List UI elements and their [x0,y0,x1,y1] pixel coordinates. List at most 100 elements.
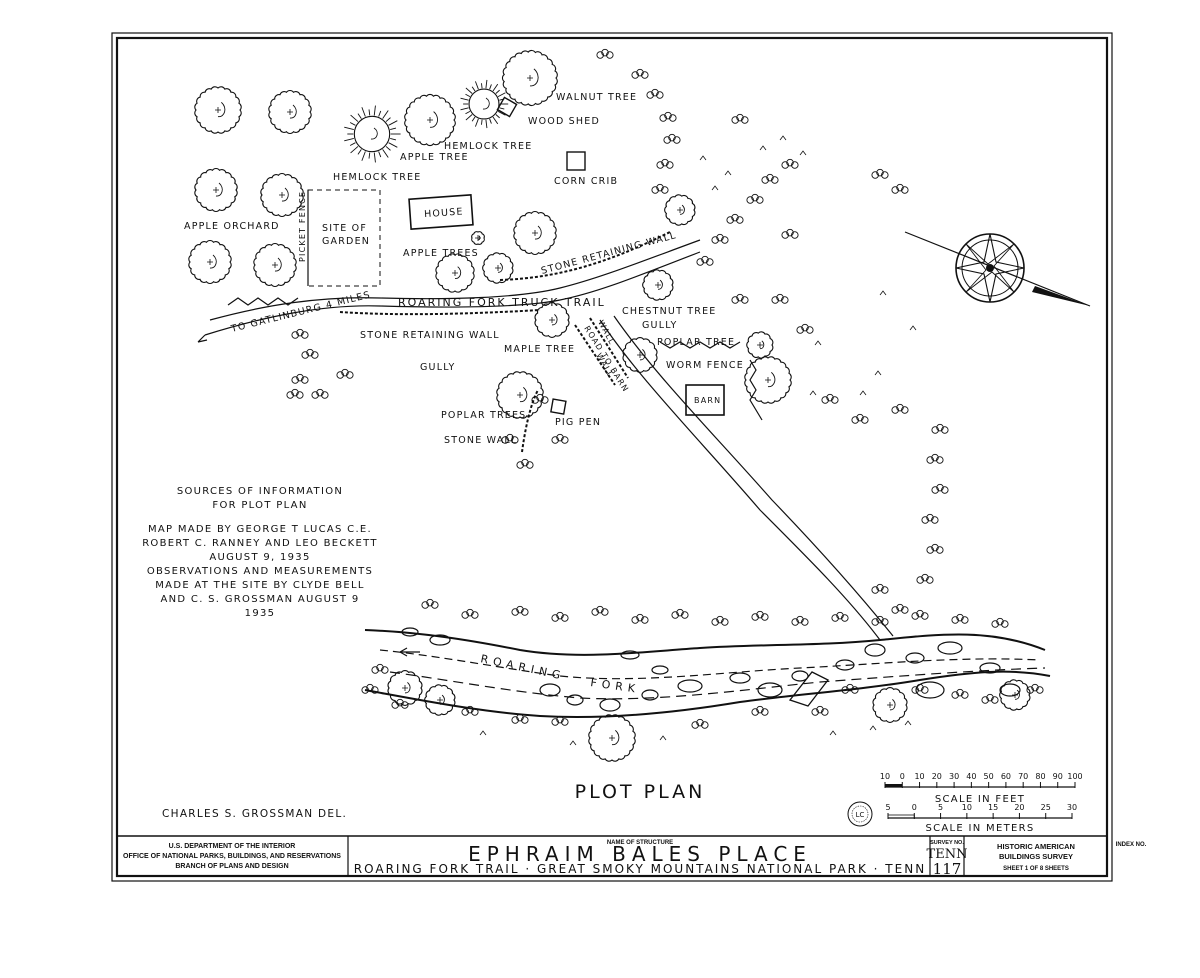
river-rocks [401,627,1021,712]
sources-line: OBSERVATIONS AND MEASUREMENTS [147,566,373,577]
scale-feet-tick: 80 [1035,772,1045,781]
shrub-symbol [951,688,969,699]
label-pig-pen: PIG PEN [555,417,601,428]
orchard-fence [227,297,299,306]
shrub-symbol [911,683,929,694]
survey-state: TENN [927,847,968,862]
river-rock [539,683,561,697]
barn-building [685,384,725,416]
shrub-symbol [1026,683,1044,694]
tree-symbol [268,90,312,134]
shrub-symbol [726,213,744,224]
corn-crib-building [566,151,586,171]
label-apple-orchard: APPLE ORCHARD [184,221,280,232]
tree-symbol [622,337,658,373]
sources-line: AND C. S. GROSSMAN AUGUST 9 [161,594,360,605]
shrub-symbol [516,458,534,469]
scale-meters-tick: 30 [1067,803,1077,812]
shrub-symbol [596,48,614,59]
river-rock [599,698,621,712]
river-rock [641,689,659,701]
scale-feet-tick: 40 [966,772,976,781]
index-number-caption: INDEX NO. [1116,842,1147,848]
label-truck-trail: ROARING FORK TRUCK TRAIL [398,296,606,309]
scale-feet-tick: 90 [1053,772,1063,781]
river-rock [677,679,703,693]
shrub-symbol [591,605,609,616]
shrub-symbol [911,609,929,620]
shrub-symbol [796,323,814,334]
label-stone-wall: STONE WALL [444,435,517,446]
shrub-symbol [691,718,709,729]
vegetation-mark [859,390,867,396]
vegetation-mark [829,730,837,736]
sources-heading-2: FOR PLOT PLAN [212,500,307,511]
label-poplar-tree: POPLAR TREE [657,337,735,348]
river-rock [566,694,584,706]
river-rock [979,662,1001,674]
river-rock [905,652,925,664]
shrub-symbol [711,615,729,626]
wood-shed-building [496,96,518,118]
vegetation-mark [869,725,877,731]
tree-symbol [588,714,636,762]
label-chestnut-tree: CHESTNUT TREE [622,306,717,317]
shrub-symbol [751,705,769,716]
stone-wall-line [521,389,539,453]
tree-symbol [387,670,423,706]
vegetation-mark [479,730,487,736]
label-gully-left: GULLY [420,362,455,373]
tree-symbol [404,93,456,147]
dept-line-2: OFFICE OF NATIONAL PARKS, BUILDINGS, AND… [123,853,341,860]
sources-line: MAP MADE BY GEORGE T LUCAS C.E. [148,524,372,535]
shrub-symbol [931,423,949,434]
shrub-symbol [951,613,969,624]
shrub-symbol [781,158,799,169]
label-house: HOUSE [424,206,464,220]
label-worm-fence: WORM FENCE [666,360,744,371]
label-river-fork: FORK [590,676,641,696]
tree-symbol [513,211,557,255]
shrub-symbol [926,543,944,554]
shrub-symbol [751,610,769,621]
vegetation-mark [711,185,719,191]
river-rock [915,681,945,699]
vegetation-mark [879,290,887,296]
dept-line-3: BRANCH OF PLANS AND DESIGN [175,863,288,870]
shrub-symbol [391,698,409,709]
river-rock [401,627,419,637]
plot-plan-title: PLOT PLAN [575,781,706,803]
pig-pen-building [550,398,567,415]
sources-line: MADE AT THE SITE BY CLYDE BELL [155,580,365,591]
sources-of-information: SOURCES OF INFORMATION FOR PLOT PLAN MAP… [142,486,376,619]
label-hemlock-tree-right: HEMLOCK TREE [444,141,532,152]
seal-text: LC [856,811,865,819]
shrub-symbol [301,348,319,359]
label-stone-retaining-wall-lower: STONE RETAINING WALL [360,330,500,341]
river-rock [999,683,1021,697]
sources-line: AUGUST 9, 1935 [209,552,310,563]
scale-meters-tick: 5 [938,803,943,812]
scale-meters-tick: 20 [1014,803,1024,812]
shrub-symbol [991,617,1009,628]
road-to-barn [574,315,894,641]
tree-symbol [872,687,908,723]
structure-name: EPHRAIM BALES PLACE [468,842,812,866]
scale-feet-tick: 60 [1001,772,1011,781]
shrub-symbol [663,133,681,144]
shrub-symbol [771,293,789,304]
shrub-symbol [891,603,909,614]
shrub-symbol [731,113,749,124]
inner-border [115,36,1109,878]
shrub-symbol [511,605,529,616]
shrub-symbol [291,373,309,384]
label-garden: GARDEN [322,236,370,247]
shrub-symbol [791,615,809,626]
shrub-symbol [931,483,949,494]
shrub-symbol [821,393,839,404]
shrub-symbol [631,68,649,79]
river-rock [937,641,963,655]
scale-feet-tick: 0 [900,772,905,781]
